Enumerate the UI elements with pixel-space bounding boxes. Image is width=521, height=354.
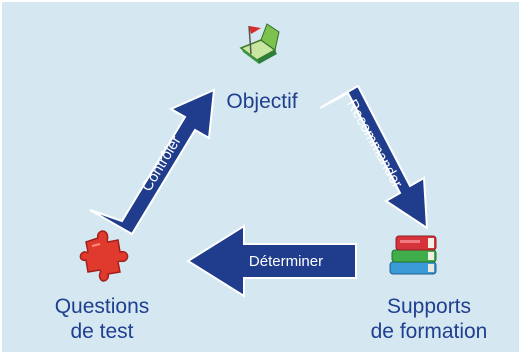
node-supports-de-formation: Supports de formation (354, 294, 504, 344)
puzzle-piece-icon (79, 230, 129, 282)
node-questions-de-test: Questions de test (42, 294, 162, 344)
node-objectif: Objectif (207, 89, 317, 114)
node-supports-label-line2: de formation (370, 320, 488, 343)
node-supports-label-line1: Supports (386, 295, 472, 318)
arrow-controler: Contrôler (89, 88, 216, 236)
book-flag-icon (239, 23, 280, 64)
arrow-label-recommander: Recommander (343, 97, 406, 191)
arrow-determiner: Déterminer (186, 224, 357, 298)
node-objectif-label: Objectif (226, 90, 298, 113)
node-questions-label-line1: Questions (54, 295, 150, 318)
books-stack-icon (389, 235, 437, 275)
node-questions-label-line2: de test (70, 320, 134, 343)
arrow-recommander: Recommander (319, 84, 429, 230)
arrow-label-determiner: Déterminer (249, 253, 323, 270)
